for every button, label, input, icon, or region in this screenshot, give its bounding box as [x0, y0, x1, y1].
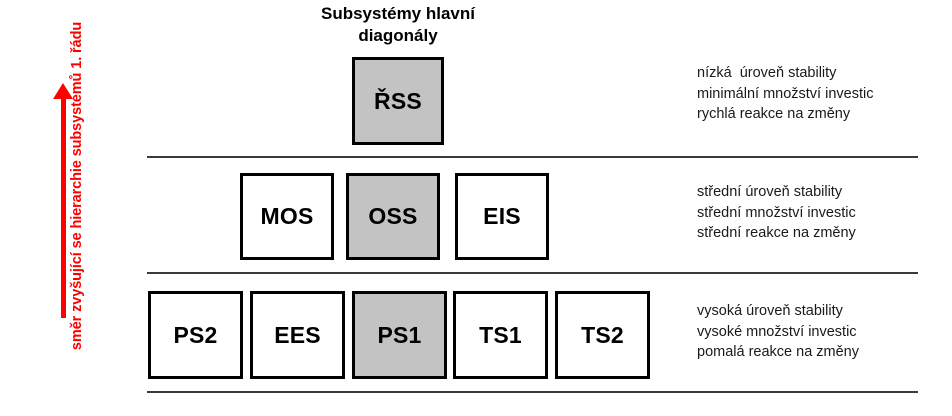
description-line: střední množství investic	[697, 204, 856, 221]
subsystem-box-oss[interactable]: OSS	[346, 173, 440, 260]
subsystem-box-mos[interactable]: MOS	[240, 173, 334, 260]
description-line: vysoká úroveň stability	[697, 303, 843, 319]
level-3-description: vysoká úroveň stability vysoké množství …	[697, 301, 947, 363]
subsystem-box-ps2[interactable]: PS2	[148, 291, 243, 379]
description-line: nízká úroveň stability	[697, 65, 837, 81]
page-title: Subsystémy hlavní diagonály	[283, 3, 513, 47]
subsystem-box-rss[interactable]: ŘSS	[352, 57, 444, 145]
page-title-line-1: Subsystémy hlavní	[320, 4, 475, 23]
level-divider-1	[147, 156, 918, 158]
level-1-description: nízká úroveň stability minimální množstv…	[697, 63, 947, 125]
description-line: střední reakce na změny	[697, 225, 856, 242]
subsystem-box-ts1[interactable]: TS1	[453, 291, 548, 379]
description-line: střední úroveň stability	[697, 184, 843, 200]
level-divider-3	[147, 391, 918, 393]
level-2-description: střední úroveň stability střední množstv…	[697, 182, 947, 244]
hierarchy-arrow-head-icon	[53, 83, 73, 99]
description-line: vysoké množství investic	[697, 323, 857, 340]
page-title-line-2: diagonály	[358, 25, 438, 45]
hierarchy-arrow-shaft	[61, 96, 66, 318]
subsystem-box-ees[interactable]: EES	[250, 291, 345, 379]
subsystem-box-ts2[interactable]: TS2	[555, 291, 650, 379]
hierarchy-direction-label: směr zvyšující se hierarchie subsystémů …	[69, 21, 85, 351]
subsystem-box-ps1[interactable]: PS1	[352, 291, 447, 379]
description-line: rychlá reakce na změny	[697, 106, 851, 123]
level-divider-2	[147, 272, 918, 274]
description-line: minimální množství investic	[697, 85, 874, 102]
subsystem-box-eis[interactable]: EIS	[455, 173, 549, 260]
description-line: pomalá reakce na změny	[697, 344, 859, 361]
